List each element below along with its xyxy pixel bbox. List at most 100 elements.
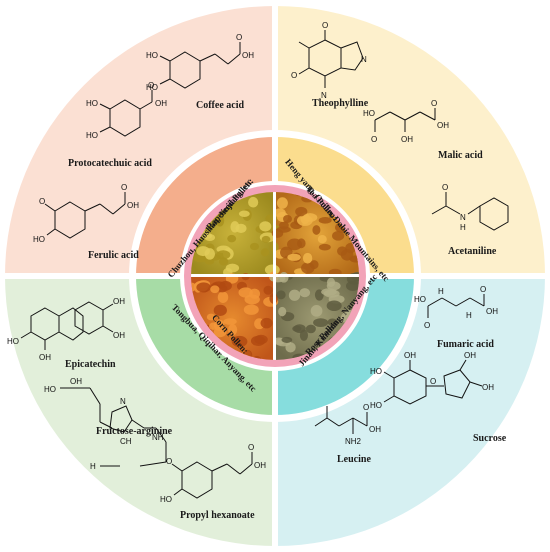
pollen-grain [213,319,225,331]
svg-text:N: N [120,397,126,406]
svg-text:OH: OH [486,307,498,316]
structure-epicatechin: HO OH OH OH [7,297,125,362]
svg-text:OH: OH [127,201,139,210]
label-epicatechin: Epicatechin [65,359,116,370]
label-fumaric-acid: Fumaric acid [437,339,494,350]
structure-protocatechuic-acid: O OH HO HO [86,81,167,140]
pollen-grain [312,225,321,235]
svg-text:HO: HO [414,295,426,304]
pollen-grain [244,294,260,305]
pollen-grain [218,257,229,266]
svg-text:H: H [466,311,472,320]
pollen-grain [231,335,248,348]
pollen-grain [201,232,213,239]
pollen-grain [299,288,311,298]
label-ferulic-acid: Ferulic acid [88,250,139,261]
pollen-grain [310,305,323,317]
pollen-grain [288,289,301,301]
svg-text:OH: OH [155,99,167,108]
structure-fructose-arginine: HO OH N CH NH H [44,377,167,471]
pollen-grain [317,235,327,244]
pollen-grain [349,255,359,263]
svg-text:HO: HO [370,367,382,376]
svg-text:OH: OH [113,331,125,340]
label-leucine: Leucine [337,454,371,465]
pollen-grain [206,313,216,321]
svg-text:HO: HO [146,83,158,92]
pollen-grain [345,280,359,291]
svg-text:OH: OH [401,135,413,144]
pollen-grain [249,242,260,251]
svg-text:O: O [236,33,242,42]
svg-text:O: O [166,457,172,466]
svg-text:O: O [430,377,436,386]
svg-text:O: O [442,183,448,192]
pollen-grain [225,263,240,273]
svg-text:HO: HO [7,337,19,346]
svg-text:OH: OH [482,383,494,392]
pollen-grain [326,300,342,311]
pollen-grain [276,197,288,209]
structure-coffee-acid: O OH HO HO [146,33,254,92]
pollen-grain [281,336,293,343]
label-malic-acid: Malic acid [438,150,483,161]
pollen-grain [302,252,313,264]
pollen-grain [243,304,259,315]
svg-text:O: O [121,183,127,192]
svg-text:OH: OH [70,377,82,386]
svg-text:O: O [371,135,377,144]
label-acetaniline: Acetaniline [448,246,497,257]
pollen-grain [213,304,227,316]
structure-theophylline: O O N N [291,21,367,100]
label-protocatechuic-acid: Protocatechuic acid [68,158,152,169]
svg-text:OH: OH [369,425,381,434]
pollen-grain [204,248,216,260]
pollen-grain [216,250,231,260]
svg-text:OH: OH [464,351,476,360]
pollen-grain [248,196,259,208]
svg-text:OH: OH [242,51,254,60]
svg-text:HO: HO [160,495,172,504]
structure-fumaric-acid: O HO O OH H H [414,285,498,330]
label-sucrose: Sucrose [473,433,507,444]
pollen-grain [278,306,287,317]
pollen-grain [264,264,280,276]
label-propyl-hexanoate: Propyl hexanoate [180,510,255,521]
svg-text:OH: OH [113,297,125,306]
svg-text:OH: OH [437,121,449,130]
svg-text:HO: HO [370,401,382,410]
structure-propyl-hexanoate: O OH O HO [160,443,266,504]
pollen-grain [250,335,266,346]
svg-text:O: O [424,321,430,330]
svg-text:O: O [322,21,328,30]
svg-text:O: O [148,81,154,90]
pollen-grain [318,217,332,224]
label-theophylline: Theophylline [312,98,369,109]
svg-text:OH: OH [404,351,416,360]
pollen-grain [327,318,338,326]
label-fructose-arginine: Fructose-arginine [96,426,173,437]
svg-text:H: H [90,462,96,471]
svg-text:N: N [321,91,327,100]
pollen-grain [276,290,286,300]
svg-text:N: N [361,55,367,64]
svg-text:NH2: NH2 [345,437,362,446]
pollen-grain [193,254,209,263]
pollen-grain [204,258,215,265]
pollen-grain [299,329,309,341]
pollen-grain [223,318,237,325]
pollen-grain [292,325,302,332]
pollen-grain [259,221,272,232]
svg-text:O: O [480,285,486,294]
svg-text:O: O [248,443,254,452]
pollen-grain [215,214,225,227]
pollen-grain [261,235,271,243]
pollen-grain [196,282,211,293]
svg-text:HO: HO [363,109,375,118]
svg-text:NH: NH [152,433,164,442]
label-coffee-acid: Coffee acid [196,100,244,111]
pollen-grain [217,291,229,303]
structure-ferulic-acid: O OH O HO [33,183,139,244]
pollen-grain [323,289,340,298]
